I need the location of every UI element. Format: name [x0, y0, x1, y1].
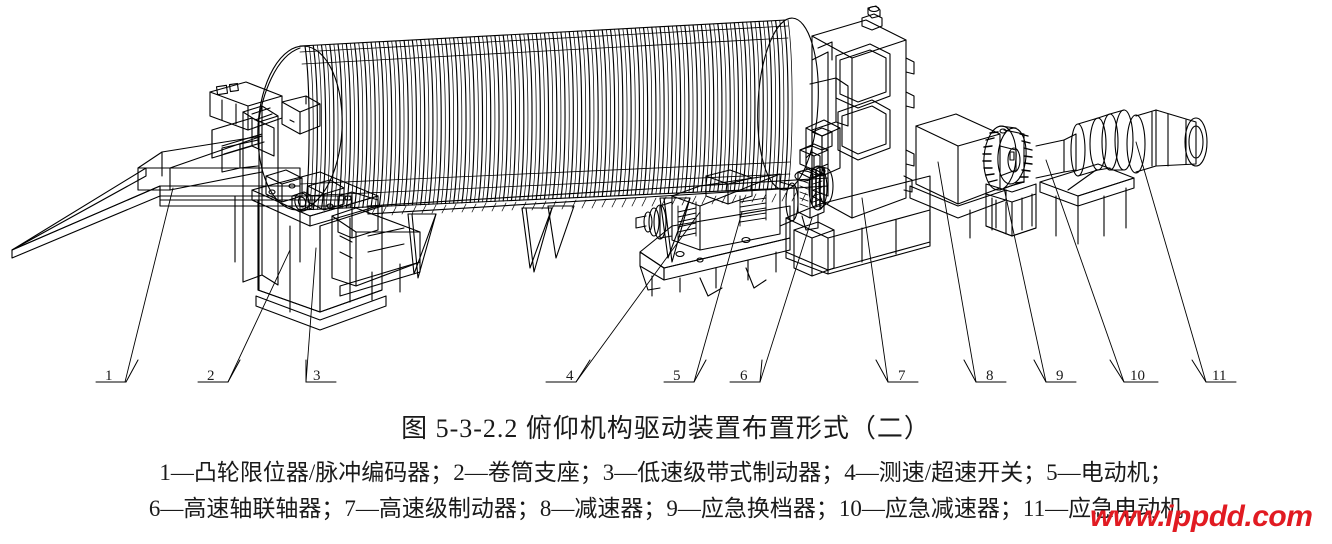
speed-overspeed-switch — [799, 127, 833, 171]
assembly-line-drawing: 1 2 3 4 5 6 7 8 9 10 11 — [11, 5, 1237, 384]
callout-leader-lines — [124, 141, 1207, 383]
callout-number-1: 1 — [105, 368, 113, 384]
electric-motor — [635, 169, 799, 297]
drum-shaft-left — [221, 139, 259, 173]
figure-caption-block: 图 5-3-2.2 俯仰机构驱动装置布置形式（二） 1—凸轮限位器/脉冲编码器；… — [0, 404, 1332, 526]
limit-switch-bracket — [211, 117, 275, 159]
callout-number-7: 7 — [898, 368, 906, 384]
emergency-reducer — [1035, 109, 1135, 245]
callout-number-8: 8 — [986, 368, 994, 384]
drum-bed-rail — [367, 177, 829, 279]
callout-number-5: 5 — [673, 368, 681, 384]
left-rail — [159, 195, 353, 263]
emergency-motor — [1126, 109, 1208, 174]
figure-legend-line-1: 1—凸轮限位器/脉冲编码器；2—卷筒支座；3—低速级带式制动器；4—测速/超速开… — [159, 460, 1173, 485]
callout-number-10: 10 — [1130, 368, 1145, 384]
callout-number-4: 4 — [566, 368, 574, 384]
figure-legend-line-2: 6—高速轴联轴器；7—高速级制动器；8—减速器；9—应急换档器；10—应急减速器… — [148, 496, 1184, 521]
technical-drawing: 1 2 3 4 5 6 7 8 9 10 11 — [11, 5, 1237, 384]
low-speed-band-brake — [331, 207, 421, 301]
callout-number-6: 6 — [740, 368, 748, 384]
callout-numbers: 1 2 3 4 5 6 7 8 9 10 11 — [105, 368, 1226, 384]
callout-number-3: 3 — [313, 368, 321, 384]
callout-number-2: 2 — [207, 368, 215, 384]
base-frame-left — [11, 167, 301, 259]
rope-winding-grooves — [299, 19, 793, 211]
callout-number-11: 11 — [1212, 368, 1226, 384]
callout-number-9: 9 — [1056, 368, 1064, 384]
drum-shaft-right — [337, 191, 379, 239]
emergency-gear-shifter — [982, 125, 1037, 237]
support-post-left — [242, 105, 279, 291]
callout-number-marks — [95, 359, 1237, 383]
high-speed-brake — [785, 5, 931, 277]
rope-drum — [299, 17, 819, 211]
brake-disc-assembly — [808, 165, 834, 211]
figure-title: 图 5-3-2.2 俯仰机构驱动装置布置形式（二） — [401, 414, 931, 443]
